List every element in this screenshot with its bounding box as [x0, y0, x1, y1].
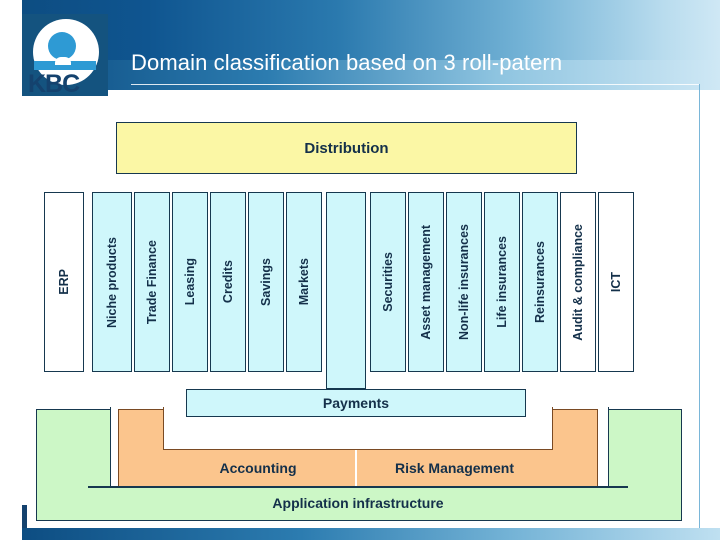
domain-column-non-life-insurances[interactable]: Non-life insurances [446, 192, 482, 372]
domain-column-credits[interactable]: Credits [210, 192, 246, 372]
domain-column-leasing[interactable]: Leasing [172, 192, 208, 372]
logo-wordmark: KBC [28, 70, 80, 98]
accounting-label: Accounting [219, 460, 297, 476]
domain-column-label: Securities [380, 252, 395, 312]
domain-column-reinsurances[interactable]: Reinsurances [522, 192, 558, 372]
distribution-band: Distribution [116, 122, 577, 174]
logo-horizon-bar [34, 61, 96, 70]
domain-column-label: Savings [258, 258, 273, 306]
domain-column-label: Leasing [182, 258, 197, 306]
risk-management-label: Risk Management [394, 460, 515, 476]
domain-column-label: Credits [220, 260, 235, 304]
domain-column-label: Reinsurances [532, 241, 547, 323]
domain-column-label: Life insurances [494, 236, 509, 328]
application-infrastructure-label: Application infrastructure [272, 495, 444, 511]
domain-column-life-insurances[interactable]: Life insurances [484, 192, 520, 372]
logo-notch [55, 57, 71, 65]
left-accent-rule [22, 505, 27, 535]
logo-sun-icon [48, 32, 76, 60]
footer-gradient-band [22, 528, 720, 540]
domain-column-label: ICT [608, 271, 623, 293]
domain-column-markets[interactable]: Markets [286, 192, 322, 372]
page-title: Domain classification based on 3 roll-pa… [131, 50, 563, 75]
title-underline [131, 84, 700, 85]
domain-column-label: Audit & compliance [570, 223, 585, 341]
domain-column-niche-products[interactable]: Niche products [92, 192, 132, 372]
domain-column-label: Markets [296, 258, 311, 306]
domain-columns-group: ERP Niche products Trade Finance Leasing Cre… [30, 185, 690, 389]
kbc-logo-icon: KBC [22, 14, 108, 98]
domain-column-erp[interactable]: ERP [44, 192, 84, 372]
header-gradient-band-lower [22, 60, 720, 90]
domain-column-label: Non-life insurances [456, 224, 471, 340]
domain-column-label: Niche products [104, 236, 119, 328]
domain-column-audit-compliance[interactable]: Audit & compliance [560, 192, 596, 372]
domain-column-label: Trade Finance [144, 239, 159, 325]
domain-column-ict[interactable]: ICT [598, 192, 634, 372]
accounting-risk-divider [355, 450, 357, 486]
domain-column-trade-finance[interactable]: Trade Finance [134, 192, 170, 372]
domain-column-label: ERP [56, 269, 71, 295]
payments-band: Payments [186, 389, 526, 417]
domain-column-label: Asset management [418, 224, 433, 340]
domain-column-unlabeled[interactable] [326, 192, 366, 389]
infrastructure-separator [88, 486, 628, 488]
right-vertical-rule [699, 84, 700, 530]
domain-column-asset-management[interactable]: Asset management [408, 192, 444, 372]
domain-column-securities[interactable]: Securities [370, 192, 406, 372]
domain-column-savings[interactable]: Savings [248, 192, 284, 372]
